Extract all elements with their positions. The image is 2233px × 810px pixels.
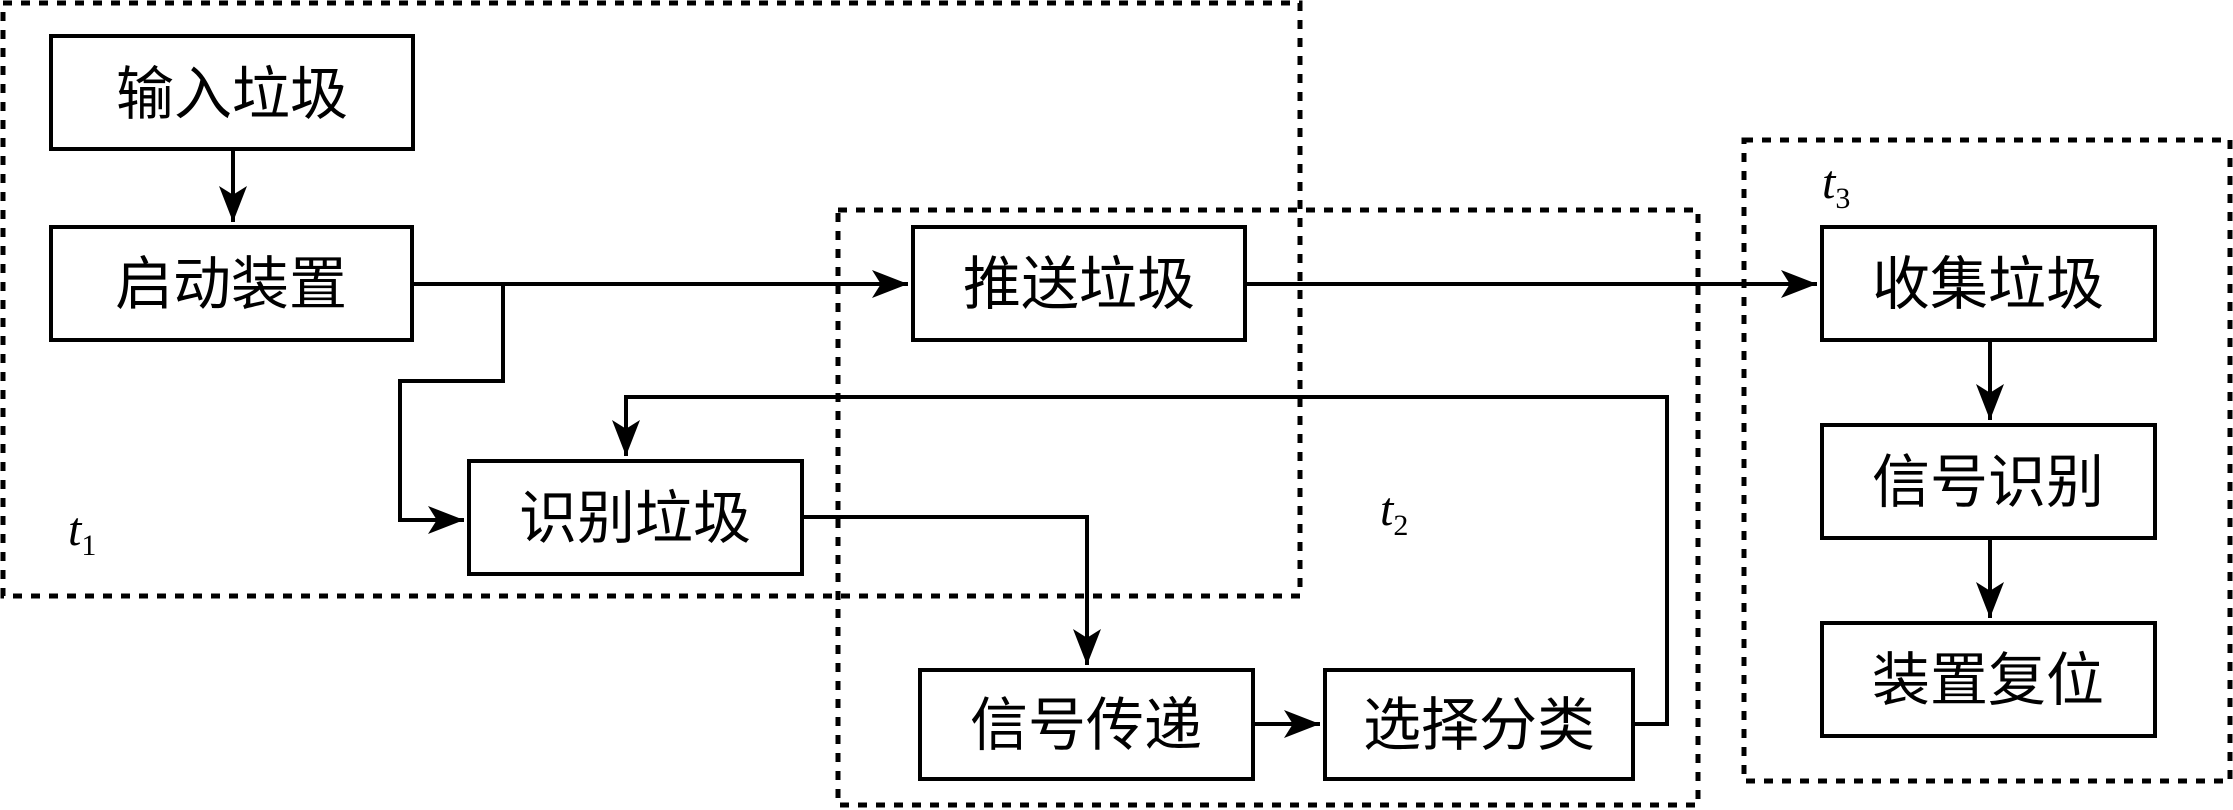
arrow-identify-to-signal-transfer [802, 515, 1101, 665]
box-collect-garbage: 收集垃圾 [1820, 225, 2157, 342]
arrow-start-to-identify [398, 284, 505, 534]
box-select-classify-label: 选择分类 [1363, 691, 1595, 759]
box-signal-identify: 信号识别 [1820, 423, 2157, 540]
region-t2 [835, 207, 1701, 808]
region-t3-label: t3 [1822, 156, 1850, 215]
box-start-device-label: 启动装置 [115, 250, 347, 318]
region-t1 [0, 0, 1303, 599]
box-select-classify: 选择分类 [1323, 668, 1635, 781]
region-t2-label: t2 [1380, 483, 1408, 542]
box-signal-identify-label: 信号识别 [1872, 448, 2104, 516]
box-device-reset-label: 装置复位 [1872, 646, 2104, 714]
box-input-garbage: 输入垃圾 [49, 34, 415, 151]
box-signal-transfer-label: 信号传递 [970, 691, 1202, 759]
box-input-garbage-label: 输入垃圾 [116, 60, 348, 128]
box-device-reset: 装置复位 [1820, 621, 2157, 738]
box-identify-garbage-label: 识别垃圾 [519, 484, 751, 552]
arrow-select-to-identify [612, 395, 1669, 726]
box-push-garbage: 推送垃圾 [911, 225, 1247, 342]
box-signal-transfer: 信号传递 [918, 668, 1255, 781]
box-push-garbage-label: 推送垃圾 [963, 250, 1195, 318]
region-t1-label: t1 [68, 503, 96, 562]
box-identify-garbage: 识别垃圾 [467, 459, 804, 576]
region-t3 [1741, 137, 2233, 784]
box-start-device: 启动装置 [49, 225, 414, 342]
box-collect-garbage-label: 收集垃圾 [1872, 250, 2104, 318]
